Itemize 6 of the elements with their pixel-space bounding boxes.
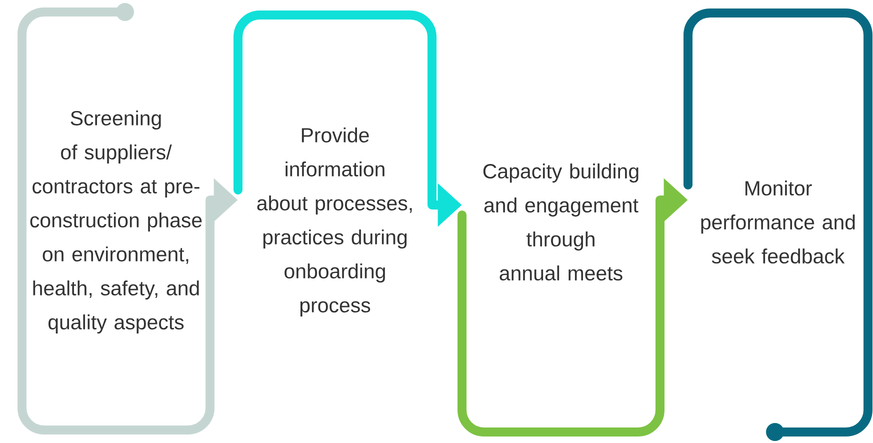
process-step: Capacity building and engagement through annual meets (458, 163, 664, 436)
process-step: Screening of suppliers/ contractors at pre-construction phase on environment, health, safety, and quality aspects (18, 3, 214, 434)
node-label: Screening of suppliers/ contractors at pre-construction phase on environment, health, safety, and quality aspects (30, 110, 202, 334)
node-label: Monitor performance and seek feedback (701, 180, 855, 264)
process-step: Monitor performance and seek feedback (684, 8, 872, 441)
process-step: Provide information about processes, practices during onboarding process (234, 10, 436, 317)
